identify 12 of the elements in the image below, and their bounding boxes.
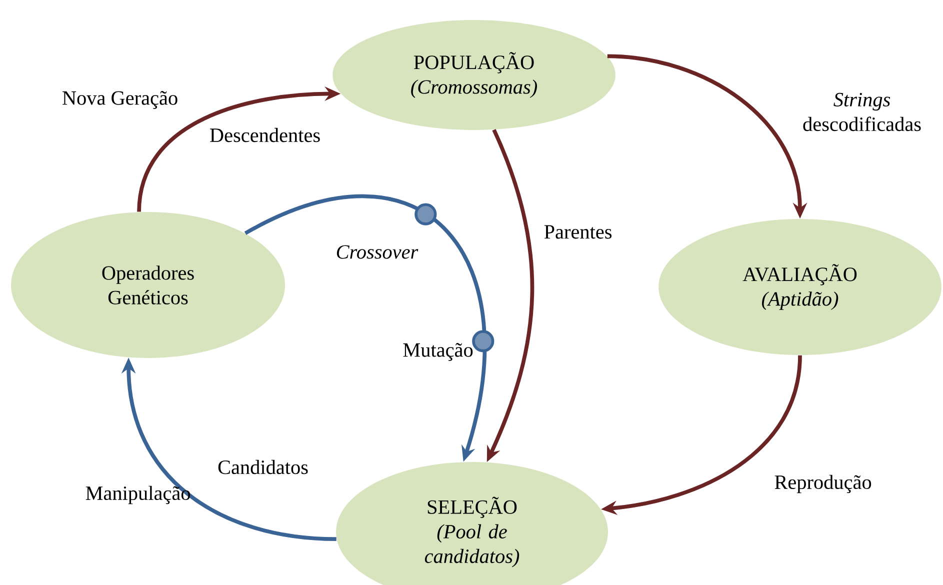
label: Mutação bbox=[403, 343, 473, 361]
edge-label: Crossover bbox=[336, 245, 418, 259]
edge-label: Parentes bbox=[544, 225, 612, 239]
ellipse-node: AVALIAÇÃO (Aptidão) bbox=[658, 219, 942, 355]
edge-label: Reprodução bbox=[774, 474, 872, 494]
label: Nova Geração bbox=[62, 91, 178, 109]
edge-label: Strings descodificadas bbox=[803, 92, 921, 132]
ellipse-node: Operadores Genéticos bbox=[11, 212, 286, 358]
edge-label: Candidatos bbox=[218, 460, 308, 474]
edge-label: Descendentes bbox=[210, 128, 320, 142]
label: Manipulação bbox=[86, 486, 190, 504]
ellipse-node: POPULAÇÃO (Cromossomas) bbox=[332, 20, 616, 130]
